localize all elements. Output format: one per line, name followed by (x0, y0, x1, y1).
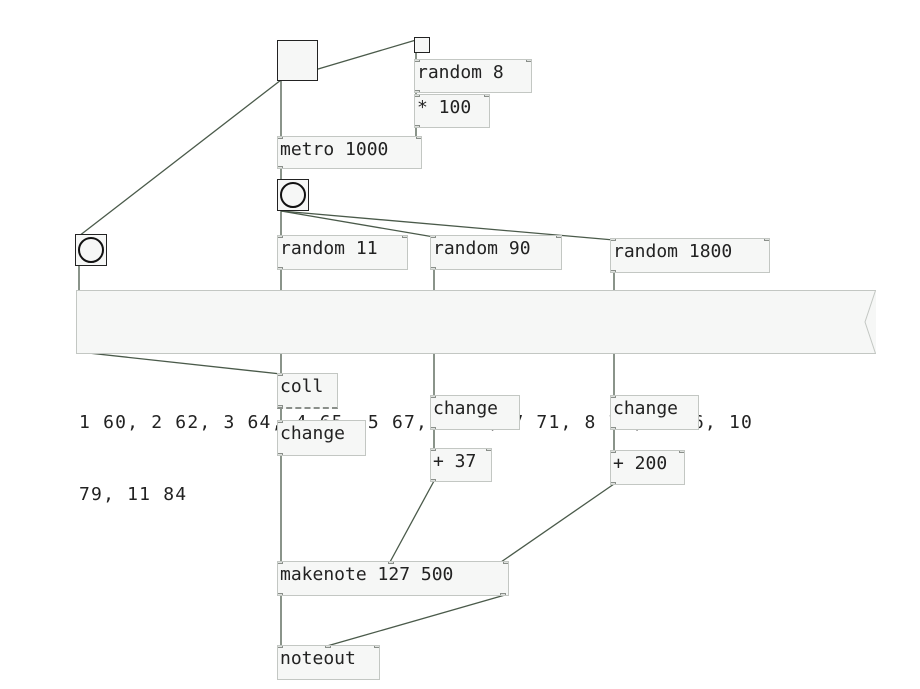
object-label: random 8 (417, 62, 504, 83)
inlet[interactable] (278, 646, 283, 648)
outlet[interactable] (431, 267, 436, 269)
outlet[interactable] (611, 270, 616, 272)
object-label: random 11 (280, 238, 378, 259)
noteout-object[interactable]: noteout (277, 645, 380, 680)
object-label: * 100 (417, 97, 472, 118)
note-table-message[interactable]: 1 60, 2 62, 3 64, 4 65, 5 67, 6 69, 7 71… (76, 290, 876, 505)
message-box-shape (76, 290, 876, 354)
inlet[interactable] (503, 562, 508, 564)
inlet[interactable] (415, 60, 420, 62)
inlet[interactable] (611, 396, 616, 398)
object-label: + 37 (433, 451, 477, 472)
object-label: random 1800 (613, 241, 733, 262)
small-toggle[interactable] (414, 37, 430, 53)
inlet[interactable] (415, 95, 420, 97)
object-label: + 200 (613, 453, 668, 474)
inlet[interactable] (526, 60, 531, 62)
inlet[interactable] (278, 562, 283, 564)
message-line: 79, 11 84 (79, 484, 188, 505)
inlet[interactable] (374, 646, 379, 648)
metro-1000-object[interactable]: metro 1000 (277, 136, 422, 169)
bang-circle-icon (78, 237, 104, 263)
patch-cord (78, 79, 282, 237)
patch-cord (280, 210, 435, 238)
inlet[interactable] (278, 236, 283, 238)
add-37-object[interactable]: + 37 (430, 448, 492, 482)
change-object-left[interactable]: change (277, 420, 366, 456)
coll-object[interactable]: coll (277, 373, 338, 409)
inlet[interactable] (402, 236, 407, 238)
outlet[interactable] (415, 90, 420, 92)
outlet[interactable] (611, 427, 616, 429)
outlet[interactable] (278, 166, 283, 168)
object-label: change (433, 398, 499, 419)
outlet[interactable] (500, 593, 506, 595)
object-label: metro 1000 (280, 139, 389, 160)
object-label: change (280, 423, 346, 444)
bang[interactable] (277, 179, 309, 211)
change-object-middle[interactable]: change (430, 395, 520, 430)
toggle[interactable] (277, 40, 318, 81)
inlet[interactable] (679, 451, 684, 453)
object-label: coll (280, 376, 324, 397)
object-label: change (613, 398, 679, 419)
inlet[interactable] (484, 95, 489, 97)
outlet[interactable] (431, 479, 436, 481)
inlet[interactable] (278, 421, 283, 423)
multiply-100-object[interactable]: * 100 (414, 94, 490, 128)
inlet[interactable] (431, 396, 436, 398)
inlet[interactable] (388, 562, 394, 564)
object-label: makenote 127 500 (280, 564, 454, 585)
outlet[interactable] (278, 405, 283, 407)
inlet[interactable] (431, 449, 436, 451)
outlet[interactable] (611, 482, 616, 484)
random-90-object[interactable]: random 90 (430, 235, 562, 270)
change-object-right[interactable]: change (610, 395, 699, 430)
outlet[interactable] (278, 267, 283, 269)
inlet[interactable] (278, 137, 283, 139)
inlet[interactable] (278, 374, 283, 376)
inlet[interactable] (416, 137, 421, 139)
inlet[interactable] (611, 239, 616, 241)
bang-circle-icon (280, 182, 306, 208)
random-8-object[interactable]: random 8 (414, 59, 532, 93)
outlet[interactable] (278, 593, 283, 595)
random-1800-object[interactable]: random 1800 (610, 238, 770, 273)
inlet[interactable] (556, 236, 561, 238)
inlet[interactable] (486, 449, 491, 451)
add-200-object[interactable]: + 200 (610, 450, 685, 485)
random-11-object[interactable]: random 11 (277, 235, 408, 270)
outlet[interactable] (415, 125, 420, 127)
inlet[interactable] (431, 236, 436, 238)
inlet[interactable] (764, 239, 769, 241)
left-bang[interactable] (75, 234, 107, 266)
outlet[interactable] (278, 453, 283, 455)
object-label: noteout (280, 648, 356, 669)
inlet[interactable] (325, 646, 331, 648)
outlet[interactable] (431, 427, 436, 429)
object-label: random 90 (433, 238, 531, 259)
inlet[interactable] (611, 451, 616, 453)
makenote-object[interactable]: makenote 127 500 (277, 561, 509, 596)
